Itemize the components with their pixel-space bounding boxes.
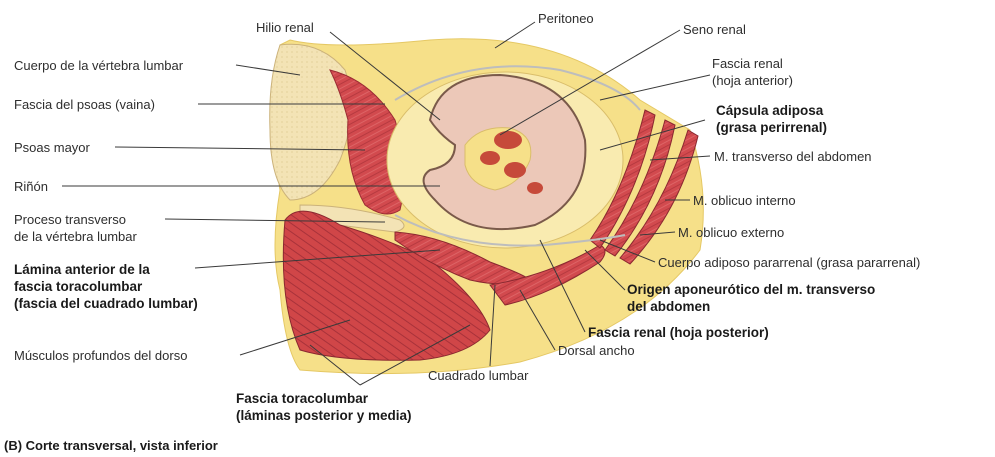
label-seno-renal: Seno renal [683, 22, 746, 37]
label-proceso-transverso-1: Proceso transverso [14, 212, 126, 227]
label-origen-aponeurotico-1: Origen aponeurótico del m. transverso [627, 282, 875, 297]
label-cuerpo-adiposo-pararrenal: Cuerpo adiposo pararrenal (grasa pararre… [658, 255, 920, 270]
label-hilio-renal: Hilio renal [256, 20, 314, 35]
figure-caption: (B) Corte transversal, vista inferior [4, 438, 218, 453]
label-fascia-renal-ant-1: Fascia renal [712, 56, 783, 71]
label-origen-aponeurotico-2: del abdomen [627, 299, 710, 314]
label-musculos-profundos: Músculos profundos del dorso [14, 348, 187, 363]
label-transverso-abdomen: M. transverso del abdomen [714, 149, 872, 164]
label-oblicuo-externo: M. oblicuo externo [678, 225, 784, 240]
label-fascia-toracolumbar-2: (láminas posterior y media) [236, 408, 412, 423]
label-fascia-renal-post: Fascia renal (hoja posterior) [588, 325, 769, 340]
label-lamina-anterior-2: fascia toracolumbar [14, 279, 142, 294]
label-peritoneo: Peritoneo [538, 11, 594, 26]
calyx-3 [504, 162, 526, 178]
label-oblicuo-interno: M. oblicuo interno [693, 193, 796, 208]
label-cuadrado-lumbar: Cuadrado lumbar [428, 368, 528, 383]
label-fascia-psoas: Fascia del psoas (vaina) [14, 97, 155, 112]
calyx-1 [494, 131, 522, 149]
calyx-2 [480, 151, 500, 165]
label-capsula-adiposa-2: (grasa perirrenal) [716, 120, 827, 135]
label-dorsal-ancho: Dorsal ancho [558, 343, 635, 358]
label-cuerpo-vertebra: Cuerpo de la vértebra lumbar [14, 58, 183, 73]
label-lamina-anterior-3: (fascia del cuadrado lumbar) [14, 296, 198, 311]
calyx-4 [527, 182, 543, 194]
label-proceso-transverso-2: de la vértebra lumbar [14, 229, 137, 244]
label-capsula-adiposa-1: Cápsula adiposa [716, 103, 823, 118]
label-fascia-toracolumbar-1: Fascia toracolumbar [236, 391, 368, 406]
label-psoas-mayor: Psoas mayor [14, 140, 90, 155]
label-lamina-anterior-1: Lámina anterior de la [14, 262, 150, 277]
label-fascia-renal-ant-2: (hoja anterior) [712, 73, 793, 88]
label-rinon: Riñón [14, 179, 48, 194]
